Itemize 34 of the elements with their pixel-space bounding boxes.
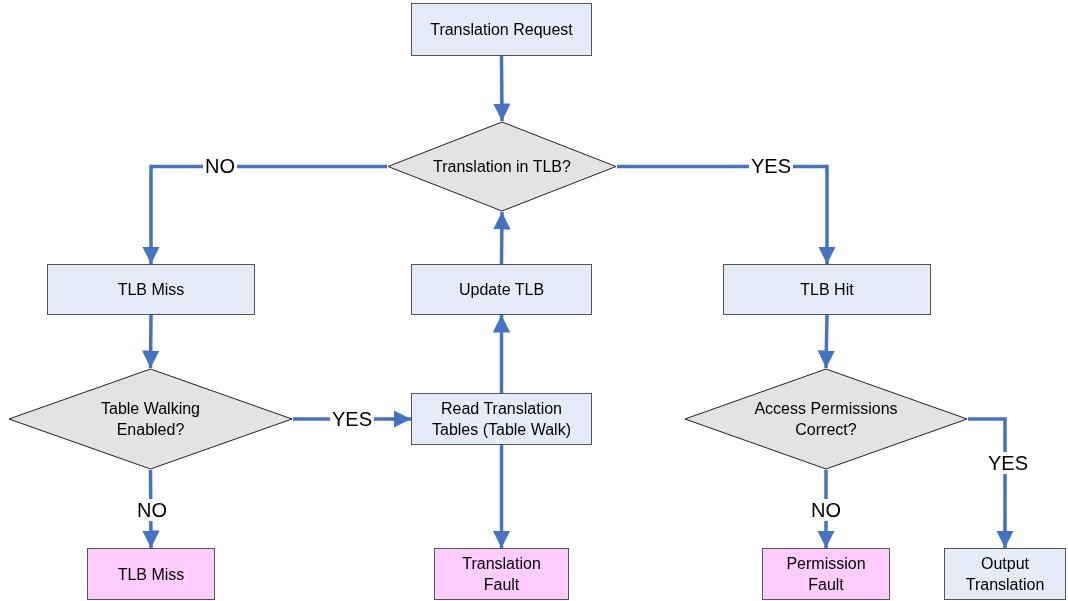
node-label: TLB Miss: [116, 280, 186, 300]
node-label: Output Translation: [964, 554, 1046, 595]
process-box: [87, 548, 215, 600]
process-box: [411, 264, 592, 315]
arrow: [142, 164, 387, 264]
node-label: Read Translation Tables (Table Walk): [431, 399, 572, 440]
node-label: Translation Fault: [461, 554, 542, 595]
decision-diamond: [684, 368, 968, 470]
node-label: TLB Hit: [799, 280, 855, 300]
process-box: [434, 548, 569, 600]
arrow: [817, 314, 836, 369]
process-box: [723, 264, 931, 315]
edge-label: YES: [986, 452, 1030, 474]
node-label: Access Permissions Correct?: [753, 399, 899, 440]
arrow: [493, 56, 511, 121]
node-label: Translation in TLB?: [433, 157, 571, 177]
arrow: [492, 315, 511, 393]
process-box: [411, 393, 592, 445]
decision-diamond: [387, 121, 617, 212]
decision-diamond: [8, 368, 293, 470]
arrow: [492, 445, 511, 548]
process-box: [47, 264, 255, 315]
process-box: [762, 548, 890, 600]
node-label: Update TLB: [457, 280, 546, 300]
node-label: Translation Request: [429, 20, 574, 40]
process-box: [944, 548, 1066, 600]
arrow: [141, 315, 160, 368]
node-label: Permission Fault: [785, 554, 867, 595]
arrow: [493, 212, 511, 264]
node-label: Table Walking Enabled?: [100, 399, 201, 440]
node-label: TLB Miss: [116, 564, 186, 585]
edge-label: NO: [809, 499, 843, 521]
edge-label: NO: [135, 499, 169, 521]
process-box: [411, 3, 592, 56]
